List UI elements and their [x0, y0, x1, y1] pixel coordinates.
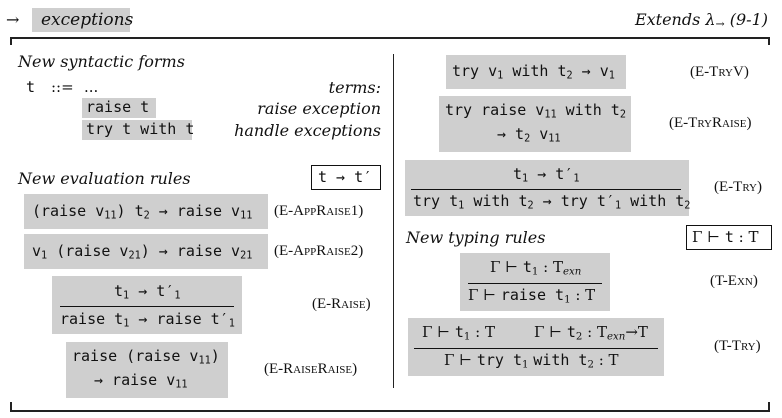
- typing-heading: New typing rules: [406, 228, 546, 247]
- bottom-rule-tick-left: [10, 402, 12, 410]
- rule-e-raiseraise-name: (E-RaiseRaise): [264, 361, 358, 377]
- syntax-t: t: [26, 78, 36, 96]
- rule-e-try: t1 → t′1 try t1 with t2 → try t′1 with t…: [405, 160, 690, 216]
- top-rule-tick-right: [768, 37, 770, 45]
- raise-form-box: raise t: [82, 98, 156, 118]
- rule-e-try-bar: [411, 189, 681, 190]
- rule-e-raise-name: (E-Raise): [312, 296, 371, 312]
- eval-heading: New evaluation rules: [18, 169, 191, 188]
- syntax-defines: ::=: [51, 78, 74, 96]
- rule-t-exn-bar: [468, 283, 602, 284]
- bottom-rule-tick-right: [768, 402, 770, 410]
- rule-e-appraise1: (raise v11) t2 → raise v11: [24, 194, 268, 229]
- rule-t-try-bar: [414, 348, 658, 349]
- rule-e-try-name: (E-Try): [714, 179, 763, 195]
- raise-desc: raise exception: [257, 99, 381, 118]
- eval-judgment-box: t → t′: [311, 165, 381, 190]
- column-divider: [393, 54, 394, 388]
- rule-e-raise: t1 → t′1 raise t1 → raise t′1: [52, 276, 242, 334]
- bottom-rule: [10, 410, 770, 412]
- rule-e-tryv-name: (E-TryV): [690, 64, 749, 80]
- try-desc: handle exceptions: [234, 121, 381, 140]
- top-rule-tick-left: [10, 37, 12, 45]
- rule-e-tryraise: try raise v11 with t2 → t2 v11: [439, 96, 631, 152]
- syntax-terms-label: terms:: [328, 78, 381, 97]
- header-arrow: →: [6, 10, 20, 29]
- rule-e-tryv: try v1 with t2 → v1: [446, 55, 626, 89]
- syntax-heading: New syntactic forms: [18, 52, 185, 71]
- rule-e-raiseraise: raise (raise v11) → raise v11: [66, 342, 228, 398]
- top-rule: [10, 37, 770, 39]
- rule-t-exn-name: (T-Exn): [710, 273, 758, 289]
- rule-e-appraise2: v1 (raise v21) → raise v21: [24, 234, 268, 269]
- rule-e-appraise2-name: (E-AppRaise2): [274, 243, 364, 259]
- header-title: exceptions: [32, 8, 133, 32]
- syntax-ellipsis: ...: [84, 78, 99, 96]
- rule-e-tryraise-name: (E-TryRaise): [669, 115, 752, 131]
- rule-t-try: Γ ⊢ t1 : T Γ ⊢ t2 : Texn→T Γ ⊢ try t1 wi…: [408, 318, 664, 376]
- typing-judgment-box: Γ ⊢ t : T: [686, 225, 772, 250]
- rule-t-exn: Γ ⊢ t1 : Texn Γ ⊢ raise t1 : T: [460, 253, 610, 311]
- rule-e-raise-bar: [60, 306, 234, 307]
- rule-e-appraise1-name: (E-AppRaise1): [274, 203, 364, 219]
- rule-t-try-name: (T-Try): [714, 338, 761, 354]
- extends-label: Extends λ→ (9-1): [634, 10, 768, 31]
- try-form-box: try t with t: [82, 120, 194, 140]
